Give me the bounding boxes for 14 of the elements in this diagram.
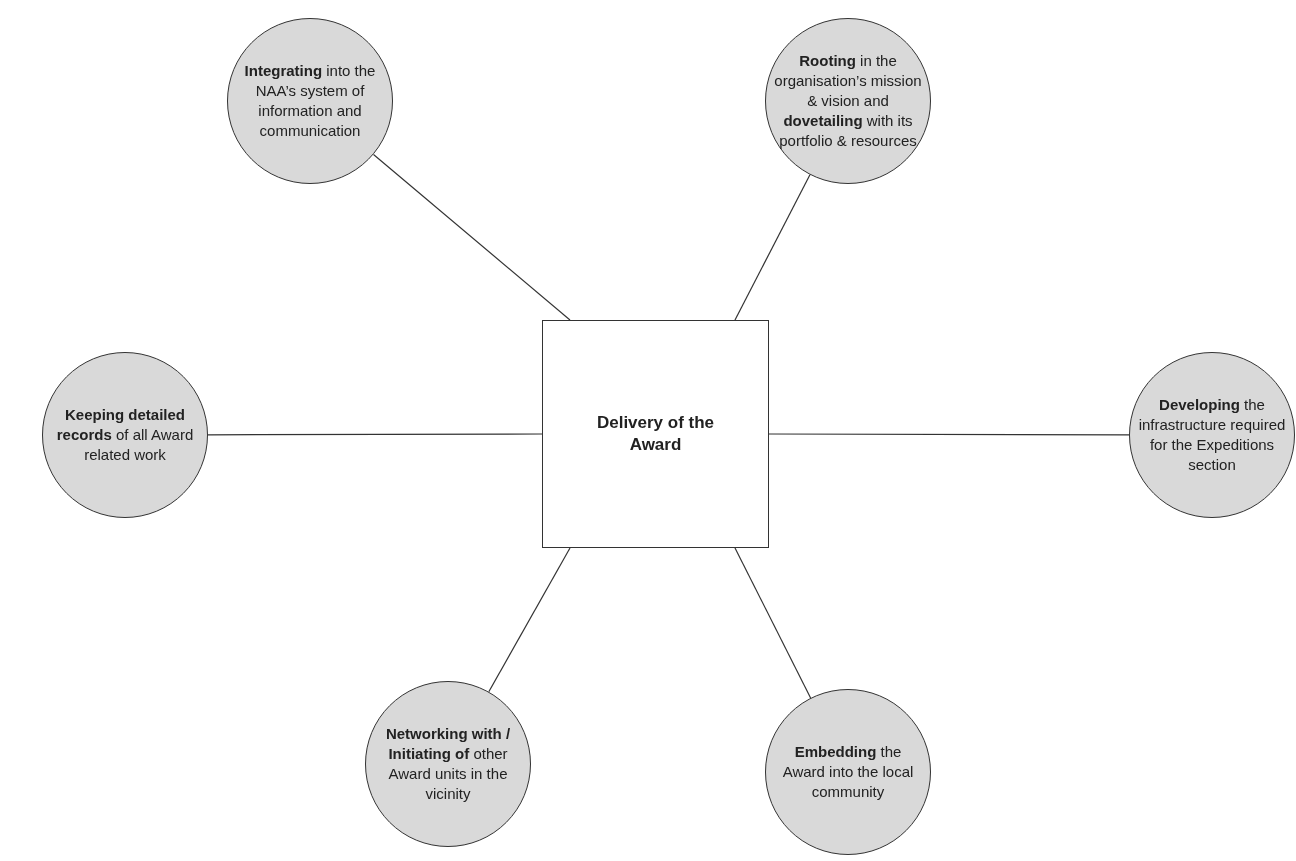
connector-line [488, 547, 571, 693]
circle-text: Networking with / Initiating of other Award units in the vicinity [384, 724, 512, 804]
circle-text: Rooting in the organisation’s mission & vision and dovetailing with its portfolio & resources [773, 51, 923, 151]
circle-text: Integrating into the NAA’s system of information and communication [243, 61, 377, 141]
circle-text: Embedding the Award into the local community [781, 742, 915, 802]
connector-line [207, 433, 543, 436]
connector-line [372, 153, 571, 321]
connector-line [734, 174, 811, 321]
connector-line [734, 547, 812, 699]
circle-text: Keeping detailed records of all Award related work [55, 405, 195, 465]
circle-text: Developing the infrastructure required for the Expeditions section [1137, 395, 1287, 475]
central-box [542, 320, 769, 548]
connector-line [768, 433, 1130, 436]
box-title: Delivery of the Award [595, 411, 716, 456]
